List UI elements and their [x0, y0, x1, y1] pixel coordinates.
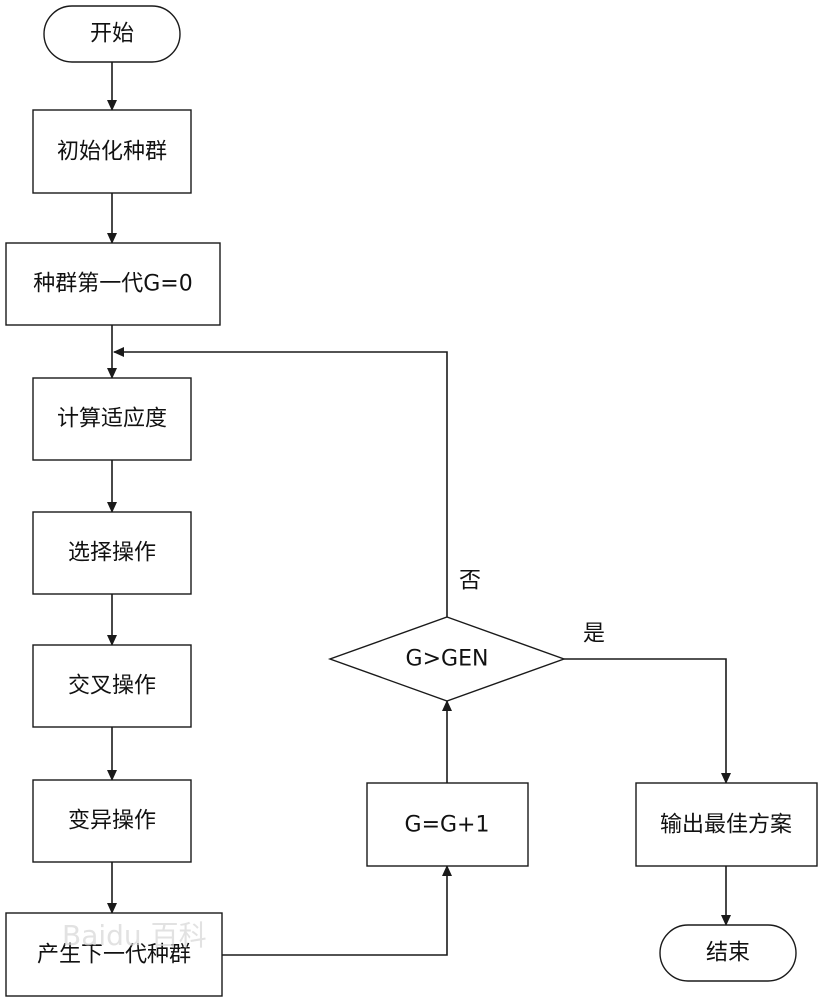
next-generation-node: 产生下一代种群	[5, 912, 223, 997]
init-population-label: 初始化种群	[57, 140, 167, 165]
output-best-label: 输出最佳方案	[660, 813, 792, 838]
condition-node: G>GEN	[327, 616, 567, 702]
first-generation-node: 种群第一代G=0	[5, 242, 221, 326]
edge-label-no: 否	[459, 569, 481, 594]
increment-node: G=G+1	[366, 782, 529, 867]
mutation-node: 变异操作	[32, 779, 192, 863]
output-best-node: 输出最佳方案	[635, 782, 818, 867]
next-generation-label: 产生下一代种群	[37, 943, 191, 968]
compute-fitness-node: 计算适应度	[32, 377, 192, 461]
condition-label: G>GEN	[406, 647, 489, 672]
compute-fitness-label: 计算适应度	[57, 407, 167, 432]
selection-node: 选择操作	[32, 511, 192, 595]
edge-label-yes: 是	[583, 622, 605, 647]
edges	[107, 62, 731, 956]
start-node: 开始	[43, 5, 181, 63]
init-population-node: 初始化种群	[32, 109, 192, 194]
edge-next-generation-to-increment	[222, 865, 452, 956]
end-node: 结束	[659, 924, 797, 982]
mutation-label: 变异操作	[68, 809, 156, 834]
crossover-label: 交叉操作	[68, 674, 156, 699]
selection-label: 选择操作	[68, 541, 156, 566]
end-label: 结束	[706, 941, 750, 966]
start-label: 开始	[90, 22, 134, 47]
crossover-node: 交叉操作	[32, 644, 192, 728]
first-generation-label: 种群第一代G=0	[33, 272, 192, 297]
watermark: Baidu 百科	[62, 919, 207, 952]
edge-condition-no-to-fitness	[113, 347, 448, 617]
edge-condition-yes-to-output	[564, 658, 731, 784]
increment-label: G=G+1	[405, 813, 490, 838]
